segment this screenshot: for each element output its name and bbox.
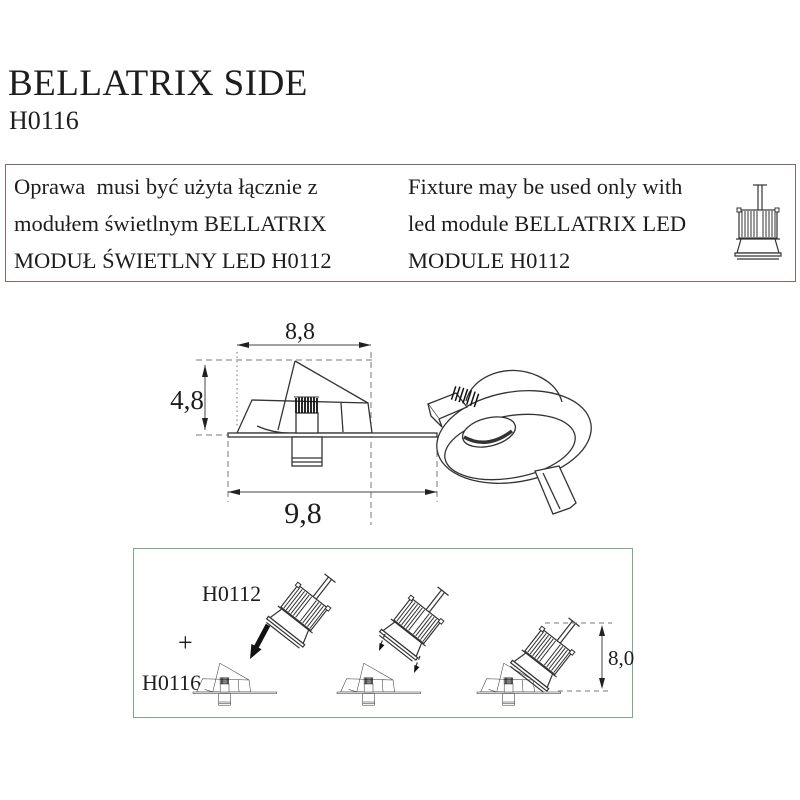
dimension-bottom-width: 9,8 [228, 489, 437, 530]
fixture-side-view: 8,8 4,8 9,8 [170, 319, 438, 530]
dimension-height: 4,8 [170, 365, 208, 430]
note-polish-line: MODUŁ ŚWIETLNY LED H0112 [14, 248, 332, 273]
warning-note-box: Oprawa musi być użyta łącznie z modułem … [5, 164, 796, 282]
dimension-installed-height: 8,0 [545, 622, 634, 692]
insert-arrow [250, 623, 271, 659]
spring-clip [450, 386, 480, 408]
note-english-line: MODULE H0112 [408, 248, 571, 273]
assembly-instructions-box [133, 548, 633, 718]
dim-label-height: 4,8 [170, 385, 204, 415]
assembly-step-3: 8,0 [476, 606, 634, 706]
assembly-plus-sign: + [178, 628, 193, 657]
assembly-module-label: H0112 [202, 581, 261, 606]
note-polish-line: Oprawa musi być użyta łącznie z [14, 174, 318, 199]
page-title: BELLATRIX SIDE [8, 63, 308, 104]
note-english-line: led module BELLATRIX LED [408, 211, 687, 236]
note-english-line: Fixture may be used only with [408, 174, 683, 199]
dim-label-bottom-width: 9,8 [284, 497, 322, 530]
fixture-3d-view [426, 369, 592, 515]
model-number: H0116 [9, 106, 79, 135]
assembly-step-1 [192, 562, 348, 706]
note-english: Fixture may be used only with led module… [408, 168, 743, 279]
assembly-fixture-label: H0116 [142, 670, 201, 695]
dimension-top-width: 8,8 [237, 319, 371, 348]
assembly-sequence: H0112 + H0116 [142, 562, 634, 706]
dim-label-top-width: 8,8 [285, 319, 315, 345]
note-polish-line: modułem świetlnym BELLATRIX [14, 211, 327, 236]
assembly-step-2 [336, 575, 461, 706]
dim-label-installed-height: 8,0 [608, 646, 634, 670]
note-polish: Oprawa musi być użyta łącznie z modułem … [14, 168, 404, 279]
